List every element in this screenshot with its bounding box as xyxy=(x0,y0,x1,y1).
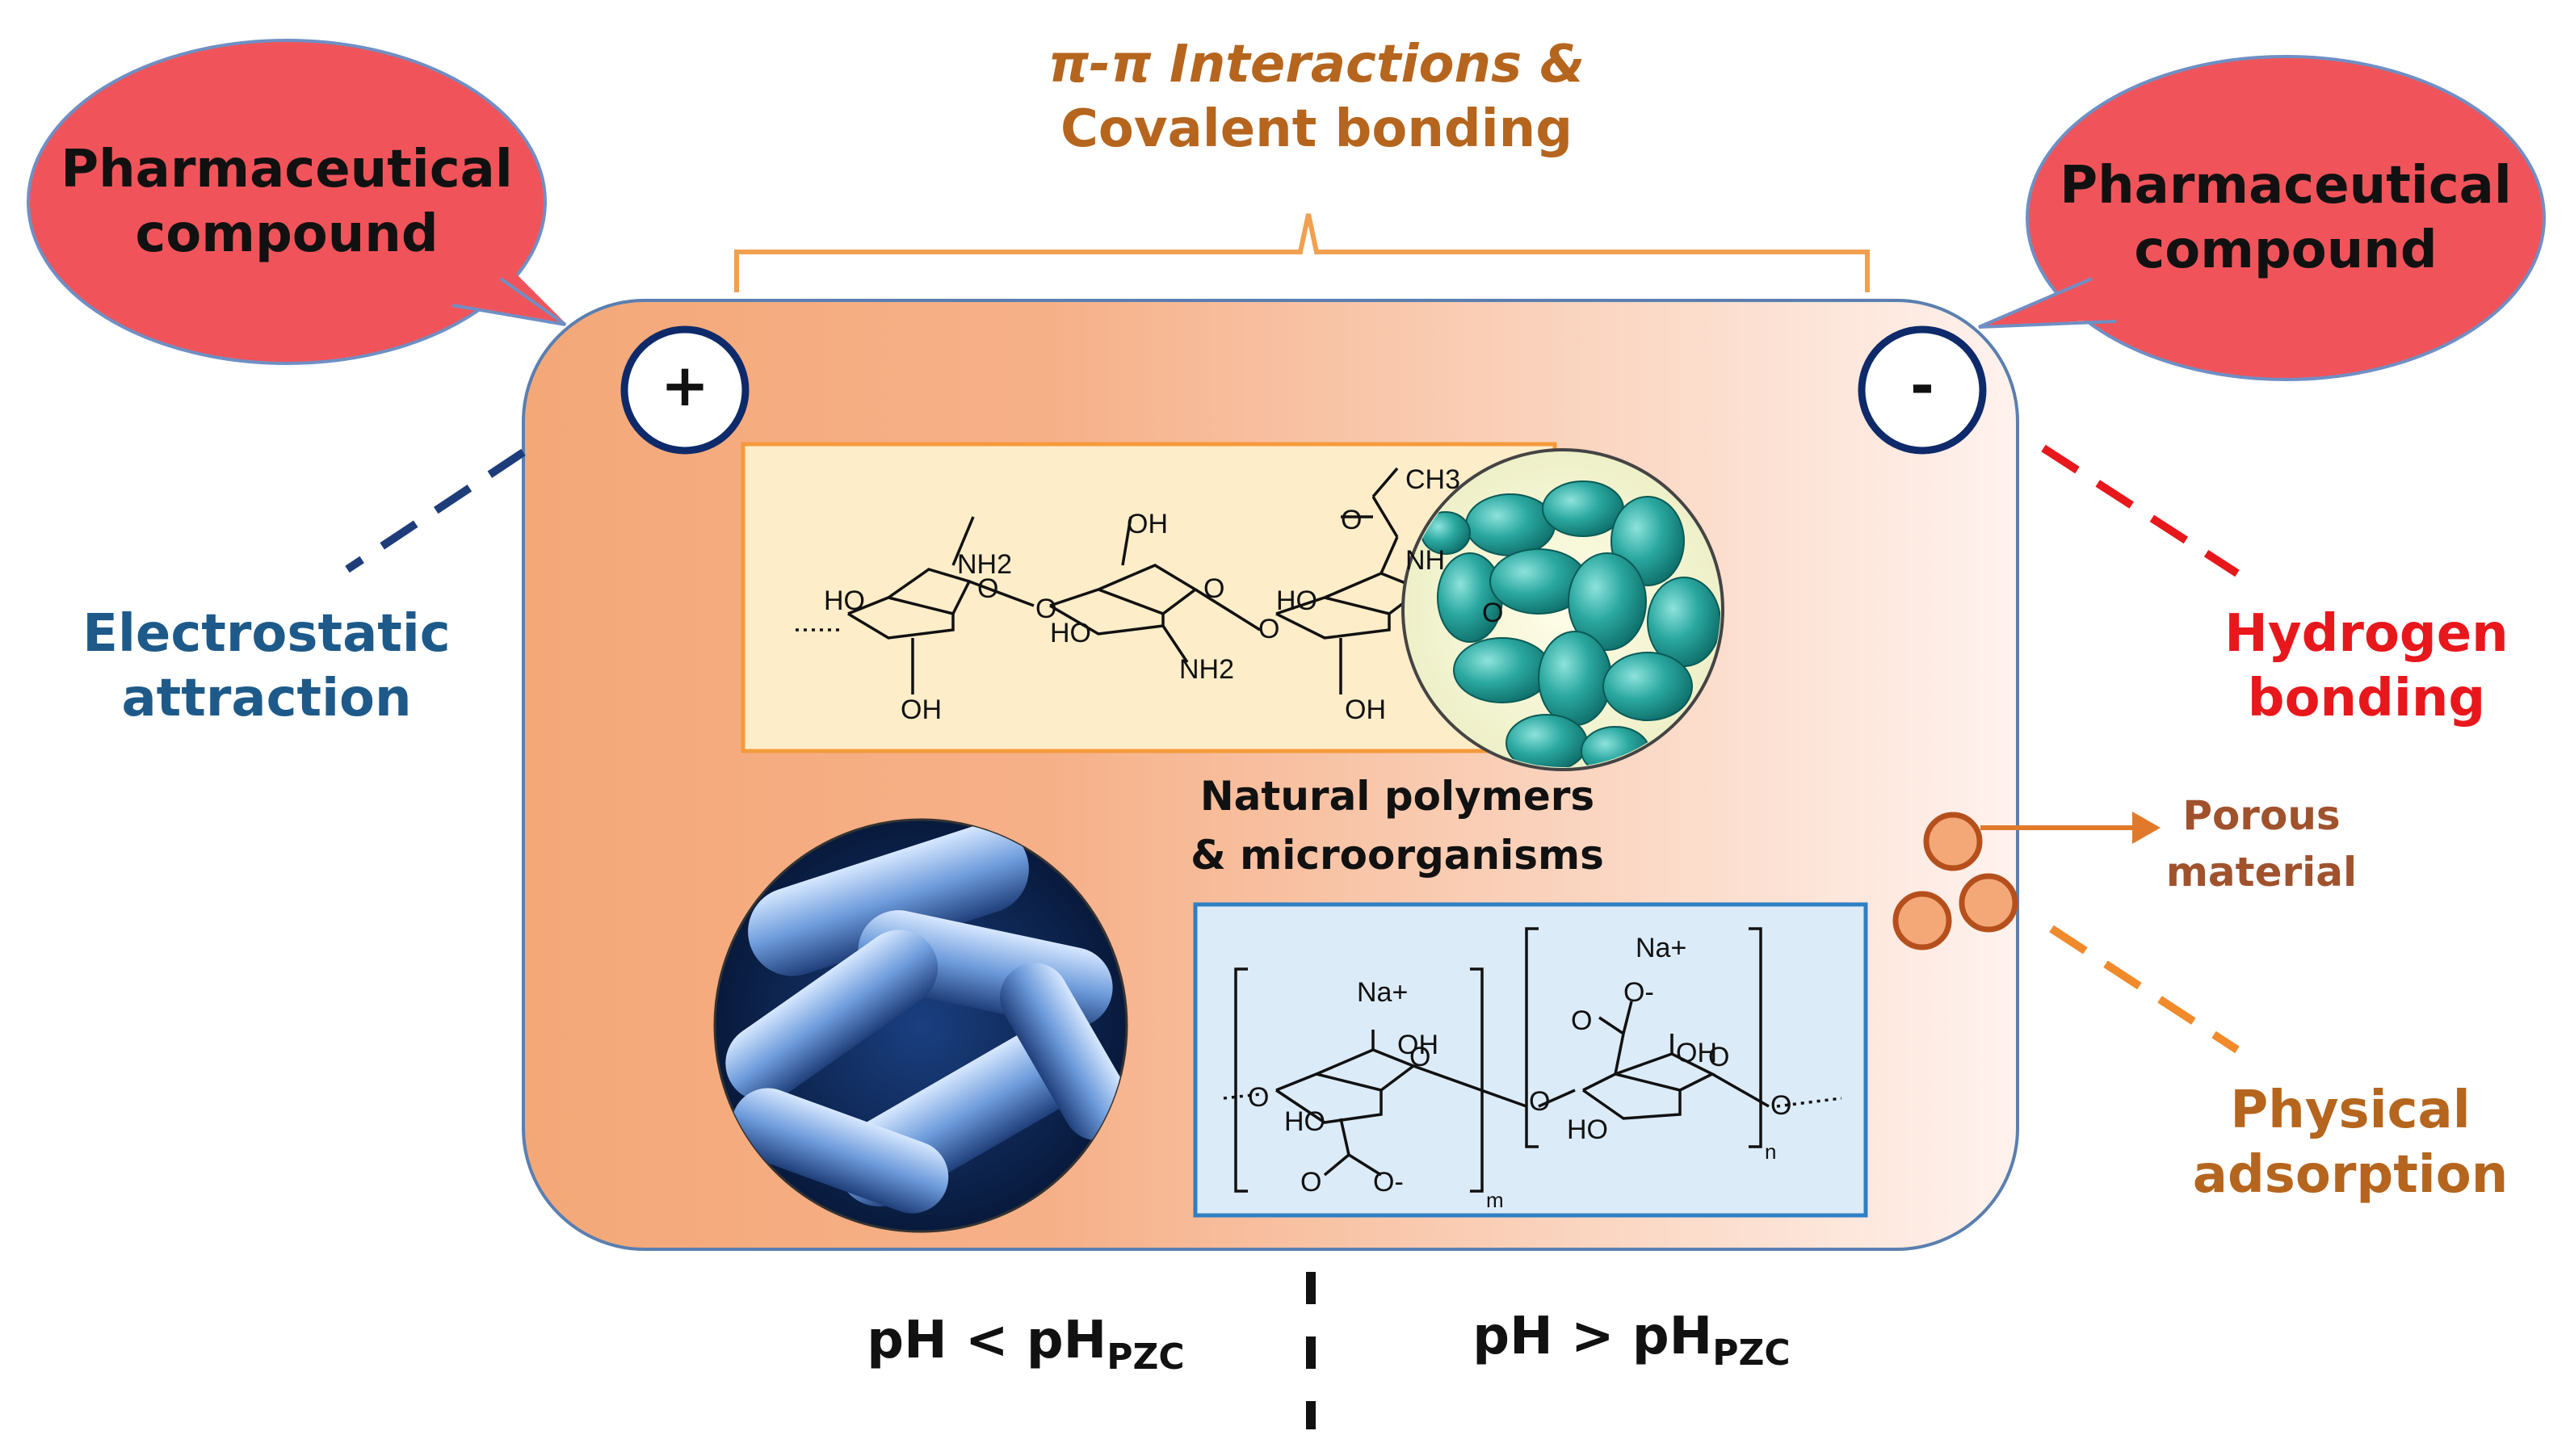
negative-charge: - xyxy=(1910,351,1934,419)
hydrogen-bonding-label: Hydrogen bonding xyxy=(2181,602,2552,731)
alginate-label: O xyxy=(1770,1090,1791,1121)
top-label-line2: Covalent bonding xyxy=(1060,99,1573,159)
left-bubble-label: Pharmaceutical compound xyxy=(44,137,529,266)
hydrogen-line2: bonding xyxy=(2247,669,2486,728)
chitosan-labels: HO NH2 OH OH HO NH2 CH3 NH HO OH O O O O… xyxy=(824,464,1503,725)
positive-charge-circle xyxy=(620,325,750,455)
top-mechanism-label: π-π Interactions & Covalent bonding xyxy=(953,32,1680,162)
alginate-structure xyxy=(1223,927,1842,1193)
physical-connector xyxy=(2049,925,2240,1054)
porous-line2: material xyxy=(2165,849,2358,896)
alginate-label: HO xyxy=(1284,1106,1325,1137)
porous-material-label: Porous material xyxy=(2148,787,2375,900)
alginate-label: O xyxy=(1529,1086,1550,1117)
left-bubble-shape xyxy=(27,39,567,365)
positive-charge: + xyxy=(660,351,710,419)
chitosan-label: HO xyxy=(824,585,865,616)
electrostatic-attraction-label: Electrostatic attraction xyxy=(48,602,485,731)
alginate-label: O xyxy=(1248,1082,1269,1113)
alginate-label: O xyxy=(1571,1005,1592,1036)
alginate-label: OH xyxy=(1676,1038,1717,1068)
alginate-label: Na+ xyxy=(1636,933,1686,963)
alginate-label: n xyxy=(1765,1139,1776,1164)
right-bubble-shape xyxy=(1978,55,2546,381)
chitosan-label: HO xyxy=(1050,618,1091,648)
chitosan-label: CH3 xyxy=(1405,464,1460,495)
ph-left-label: pH < pHPZC xyxy=(832,1308,1220,1379)
right-bubble-line1: Pharmaceutical xyxy=(2060,156,2512,216)
ph-left-main: pH < pH xyxy=(867,1311,1107,1370)
physical-line2: adsorption xyxy=(2192,1145,2509,1205)
chitosan-label: O xyxy=(1203,573,1224,604)
right-bubble-line2: compound xyxy=(2134,220,2438,280)
physical-line1: Physical xyxy=(2230,1080,2471,1140)
chitosan-label: NH2 xyxy=(957,549,1012,580)
alginate-label: O xyxy=(1409,1042,1430,1072)
chitosan-label: OH xyxy=(1345,694,1386,725)
chitosan-label: O xyxy=(1341,505,1362,535)
alginate-label: O xyxy=(1708,1042,1729,1072)
chitosan-label: HO xyxy=(1276,585,1317,616)
bacteria-image xyxy=(713,818,1128,1233)
top-label-line1: π-π Interactions & xyxy=(1048,35,1585,94)
yeast-image xyxy=(1401,448,1724,771)
alginate-label: HO xyxy=(1567,1114,1608,1145)
alginate-labels: Na+ Na+ OH OH HO HO O- O O O- O O O O O … xyxy=(1248,933,1791,1212)
alginate-label: Na+ xyxy=(1357,977,1408,1008)
left-bubble-line2: compound xyxy=(135,204,439,264)
electrostatic-connector xyxy=(345,448,526,573)
chitosan-label: O xyxy=(977,573,998,604)
chitosan-label: OH xyxy=(1127,509,1168,539)
porous-arrow-head xyxy=(2132,812,2161,844)
chitosan-label: NH xyxy=(1405,545,1445,576)
hydrogen-connector xyxy=(2041,444,2240,577)
electrostatic-line2: attraction xyxy=(121,669,412,728)
top-bracket xyxy=(734,213,1870,292)
ph-right-label: pH > pHPZC xyxy=(1438,1304,1825,1375)
electrostatic-line1: Electrostatic xyxy=(82,604,451,664)
physical-adsorption-label: Physical adsorption xyxy=(2148,1078,2552,1207)
chitosan-label: NH2 xyxy=(1179,654,1234,685)
negative-charge-circle xyxy=(1858,325,1987,455)
left-bubble-line1: Pharmaceutical xyxy=(61,140,513,199)
alginate-label: O- xyxy=(1623,977,1654,1008)
alginate-label: O- xyxy=(1373,1167,1404,1198)
hydrogen-line1: Hydrogen xyxy=(2224,604,2509,664)
alginate-label: OH xyxy=(1397,1030,1438,1060)
porous-line1: Porous xyxy=(2182,792,2341,839)
chitosan-label: OH xyxy=(901,694,942,725)
chitosan-label: O xyxy=(1035,594,1056,624)
alginate-label: O xyxy=(1300,1167,1321,1198)
ph-left-sub: PZC xyxy=(1107,1336,1185,1378)
ph-right-sub: PZC xyxy=(1712,1332,1791,1374)
center-line1: Natural polymers xyxy=(1199,773,1595,820)
porous-material-icon xyxy=(1892,812,2018,950)
right-bubble-label: Pharmaceutical compound xyxy=(2043,153,2528,283)
natural-polymers-label: Natural polymers & microorganisms xyxy=(1147,767,1648,884)
chitosan-label: O xyxy=(1482,598,1503,628)
alginate-box xyxy=(1193,902,1868,1218)
center-line2: & microorganisms xyxy=(1191,831,1604,879)
alginate-label: m xyxy=(1486,1188,1504,1212)
ph-right-main: pH > pH xyxy=(1472,1307,1713,1366)
chitosan-label: O xyxy=(1258,614,1279,644)
